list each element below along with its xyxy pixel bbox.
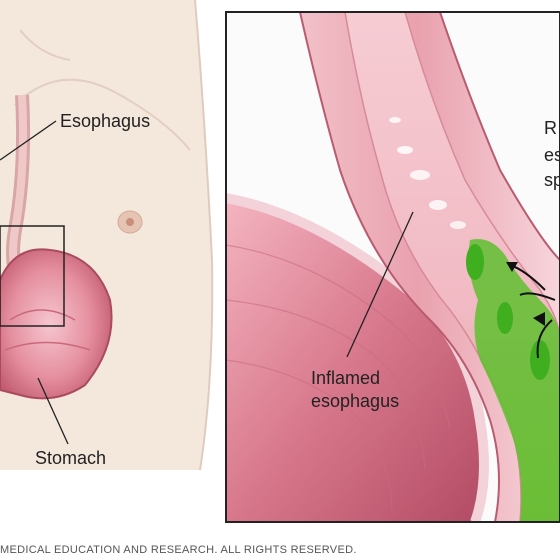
torso-illustration — [0, 0, 214, 471]
stomach-label: Stomach — [35, 448, 106, 468]
inflamed-label-line1: Inflamed — [311, 368, 380, 388]
inset-frame — [225, 11, 560, 523]
esophagus-leader-line — [0, 120, 57, 161]
inset-panel — [226, 12, 560, 522]
inflamed-label-line2: esophagus — [311, 391, 399, 411]
stomach-shape — [0, 248, 113, 400]
acid-reflux-shape — [468, 239, 560, 522]
right-partial-label-3: sp — [544, 170, 560, 190]
stomach-leader-line — [37, 377, 69, 445]
right-partial-label-2: es — [544, 145, 560, 165]
inflamed-leader-line — [346, 211, 414, 358]
copyright-notice: MEDICAL EDUCATION AND RESEARCH. ALL RIGH… — [0, 544, 357, 556]
right-partial-label-1: R — [544, 118, 557, 138]
stomach-wall-shape — [226, 198, 484, 522]
zoom-region-box — [0, 225, 65, 327]
esophagus-label: Esophagus — [60, 111, 150, 131]
